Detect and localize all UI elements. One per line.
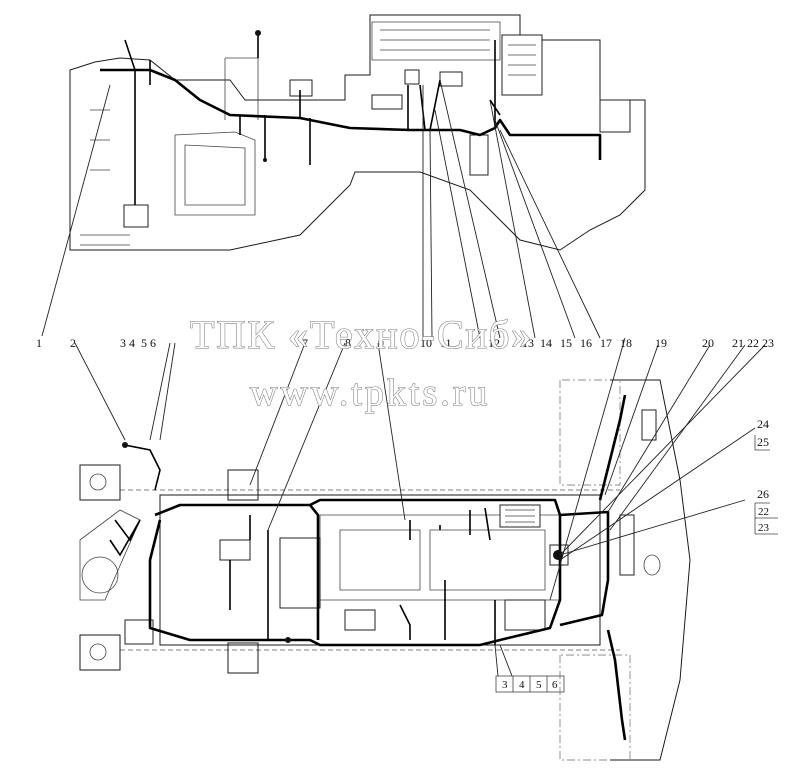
callout-18: 18 (620, 336, 632, 350)
callout-labels: 1 2 3 4 5 6 7 8 9 10 11 12 13 14 15 16 1… (36, 336, 778, 693)
watermark: ТПК «Техно-Сиб» www.tpkts.ru (189, 311, 533, 414)
callout-25: 25 (757, 435, 769, 449)
boxed-ref-22: 22 (758, 506, 769, 518)
callout-8: 8 (345, 336, 351, 350)
watermark-url: www.tpkts.ru (250, 372, 490, 414)
boxed-ref-4: 4 (519, 679, 525, 691)
callout-2: 2 (70, 336, 76, 350)
watermark-title: ТПК «Техно-Сиб» (190, 312, 533, 357)
callout-15: 15 (560, 336, 572, 350)
callout-14: 14 (540, 336, 552, 350)
callout-12: 12 (488, 336, 500, 350)
boxed-refs-right: 22 23 (754, 502, 778, 535)
top-view (79, 379, 691, 761)
callout-16: 16 (580, 336, 592, 350)
callout-20: 20 (702, 336, 714, 350)
callout-13: 13 (522, 336, 534, 350)
callout-26: 26 (757, 487, 769, 501)
boxed-refs-bottom: 3 4 5 6 (495, 675, 565, 693)
callout-10: 10 (420, 336, 432, 350)
callout-7: 7 (302, 336, 308, 350)
side-view (69, 14, 646, 251)
callout-24: 24 (757, 417, 769, 431)
leader-lines (41, 79, 766, 677)
callout-3-6: 3 4 5 6 (120, 336, 156, 350)
callout-19: 19 (655, 336, 667, 350)
boxed-ref-23: 23 (758, 522, 770, 534)
callout-21-23: 21 22 23 (732, 336, 774, 350)
callout-9: 9 (378, 336, 384, 350)
callout-17: 17 (600, 336, 612, 350)
boxed-ref-5: 5 (536, 679, 542, 691)
boxed-ref-6: 6 (552, 679, 558, 691)
callout-1: 1 (36, 336, 42, 350)
boxed-ref-3: 3 (502, 679, 508, 691)
callout-11: 11 (440, 336, 452, 350)
